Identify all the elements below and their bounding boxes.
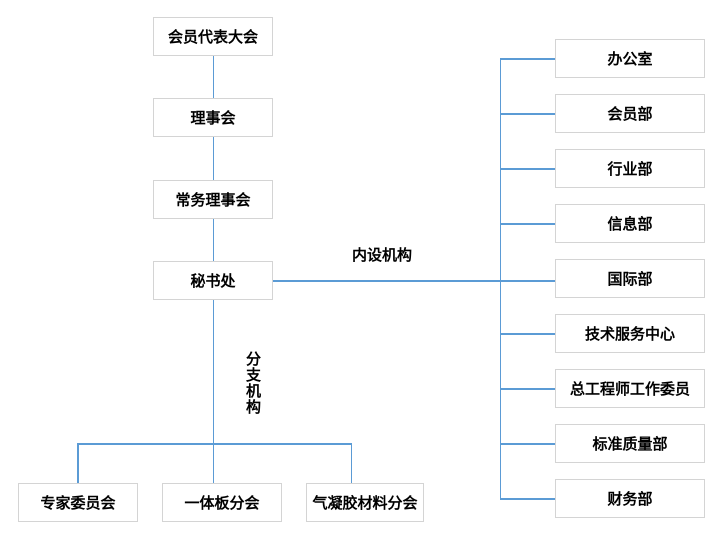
connector-branch-horizontal (77, 443, 351, 445)
stub-finance-dept (500, 498, 555, 500)
stub-membership-dept (500, 113, 555, 115)
drop-aerogel-branch (350, 443, 352, 483)
node-standing-council: 常务理事会 (153, 180, 273, 219)
connector-council-standing (212, 137, 214, 180)
node-tech-service-center: 技术服务中心 (555, 314, 705, 353)
stub-information-dept (500, 223, 555, 225)
connector-congress-council (212, 56, 214, 98)
node-chief-engineer-cmte: 总工程师工作委员 (555, 369, 705, 408)
node-standards-quality-dept: 标准质量部 (555, 424, 705, 463)
stub-chief-engineer (500, 388, 555, 390)
node-members-congress: 会员代表大会 (153, 17, 273, 56)
node-secretariat: 秘书处 (153, 261, 273, 300)
stub-office (500, 58, 555, 60)
node-international-dept: 国际部 (555, 259, 705, 298)
connector-internal-trunk (499, 58, 501, 498)
connector-standing-secretariat (212, 219, 214, 261)
node-council: 理事会 (153, 98, 273, 137)
stub-industry-dept (500, 168, 555, 170)
stub-standards-quality (500, 443, 555, 445)
branch-orgs-label: 分支机构 (245, 350, 261, 416)
node-integrated-panel-branch: 一体板分会 (162, 483, 282, 522)
node-industry-dept: 行业部 (555, 149, 705, 188)
connector-secretariat-internal (273, 280, 555, 282)
node-office: 办公室 (555, 39, 705, 78)
node-membership-dept: 会员部 (555, 94, 705, 133)
stub-tech-service (500, 333, 555, 335)
connector-branch-trunk (212, 300, 214, 443)
drop-integrated-panel (212, 443, 214, 483)
node-aerogel-materials-branch: 气凝胶材料分会 (306, 483, 424, 522)
node-information-dept: 信息部 (555, 204, 705, 243)
node-finance-dept: 财务部 (555, 479, 705, 518)
drop-expert-committee (77, 443, 79, 483)
internal-orgs-label: 内设机构 (352, 246, 413, 264)
node-expert-committee: 专家委员会 (18, 483, 138, 522)
